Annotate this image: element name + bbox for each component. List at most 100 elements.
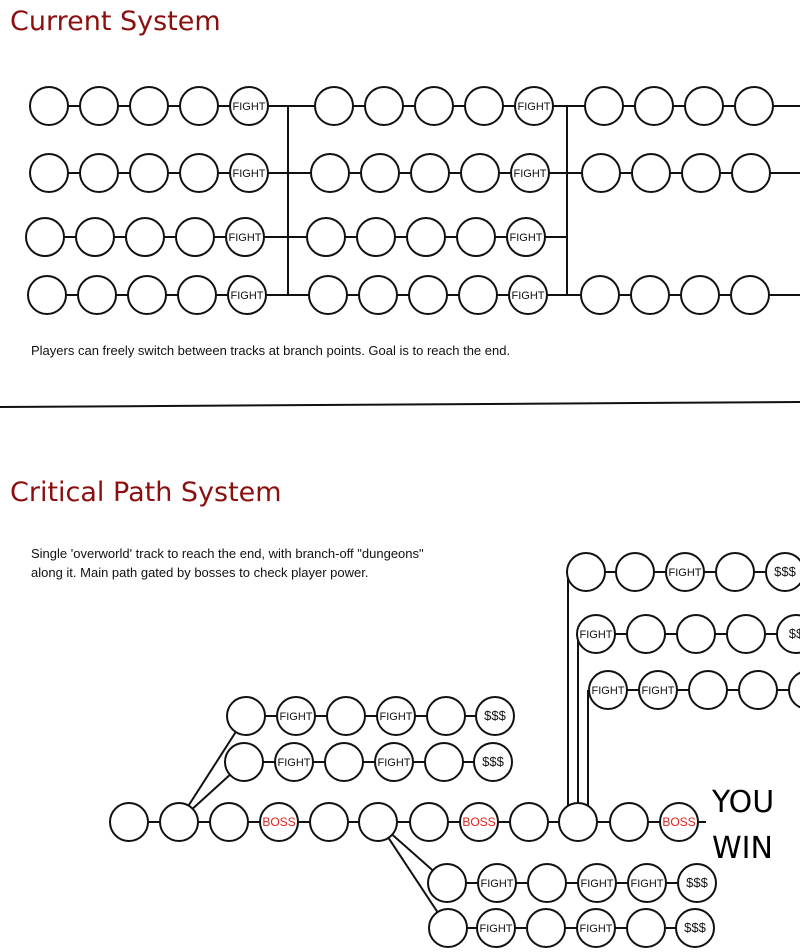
fight-node-label: FIGHT [480,923,513,935]
path-node [409,802,449,842]
path-node [526,908,566,948]
path-node [558,802,598,842]
fight-node-label: FIGHT [378,757,411,769]
path-node [731,153,771,193]
fight-node [477,863,517,903]
path-node [684,86,724,126]
path-node [581,153,621,193]
path-node [109,802,149,842]
path-node [406,217,446,257]
fight-node [476,908,516,948]
fight-node-label: FIGHT [518,101,551,113]
path-node [715,552,755,592]
path-node [464,86,504,126]
connector-line [0,401,800,408]
path-node [360,153,400,193]
path-node [634,86,674,126]
boss-node [659,802,699,842]
path-node [310,153,350,193]
path-node [179,153,219,193]
treasure-node [475,696,515,736]
fight-node-label: FIGHT [514,168,547,180]
path-node [730,275,770,315]
path-node [308,275,348,315]
fight-node-label: FIGHT [580,629,613,641]
fight-node [577,863,617,903]
path-node [179,86,219,126]
boss-node-label: BOSS [462,815,495,829]
treasure-node [788,671,800,709]
path-node [680,275,720,315]
fight-node-label: FIGHT [380,711,413,723]
treasure-node-label: $$$ [774,564,796,579]
path-node [358,275,398,315]
path-node [326,696,366,736]
path-node [428,908,468,948]
fight-node-label: FIGHT [592,685,625,697]
current-system-description: Players can freely switch between tracks… [31,343,511,358]
treasure-node [776,614,800,654]
path-node [129,153,169,193]
fight-node [276,696,316,736]
treasure-node-label: $$$ [684,920,706,935]
fight-node-label: FIGHT [481,878,514,890]
path-node [626,908,666,948]
path-node [584,86,624,126]
path-node [224,742,264,782]
path-node [414,86,454,126]
path-node [79,153,119,193]
path-node [127,275,167,315]
fight-node [576,908,616,948]
path-node [29,153,69,193]
you-win-text: WIN [712,831,773,866]
path-node [738,670,778,710]
path-node [424,742,464,782]
treasure-node [473,742,513,782]
treasure-node-label: $$$ [482,754,504,769]
path-node [29,86,69,126]
fight-node [576,614,616,654]
fight-node [514,86,554,126]
path-node [314,86,354,126]
path-node [734,86,774,126]
boss-node-label: BOSS [262,815,295,829]
path-node [426,696,466,736]
path-node [129,86,169,126]
path-node [309,802,349,842]
fight-node-label: FIGHT [278,757,311,769]
path-node [125,217,165,257]
path-node [427,863,467,903]
path-node [306,217,346,257]
fight-node-label: FIGHT [510,232,543,244]
current-system-title: Current System [10,6,221,37]
path-node [209,802,249,842]
path-node [688,670,728,710]
path-node [681,153,721,193]
fight-node-label: FIGHT [631,878,664,890]
fight-node [376,696,416,736]
fight-node [506,217,546,257]
boss-node-label: BOSS [662,815,695,829]
path-node [324,742,364,782]
fight-node [225,217,265,257]
connector-line [377,821,449,929]
critical-path-title: Critical Path System [10,477,282,508]
treasure-node-label: $$$ [484,708,506,723]
fight-node-label: FIGHT [580,923,613,935]
path-node [527,863,567,903]
path-node [460,153,500,193]
path-node [509,802,549,842]
path-node [410,153,450,193]
fight-node [510,153,550,193]
fight-node-label: FIGHT [231,290,264,302]
path-node [77,275,117,315]
path-node [226,696,266,736]
fight-node [274,742,314,782]
boss-node [259,802,299,842]
fight-node [374,742,414,782]
fight-node-label: FIGHT [280,711,313,723]
path-node [566,552,606,592]
diagram-nodes: FIGHT FIGHT FIGHT FIGHT FIGHT FIGHT FIGHT FIGHT… [25,86,800,948]
fight-node [508,275,548,315]
